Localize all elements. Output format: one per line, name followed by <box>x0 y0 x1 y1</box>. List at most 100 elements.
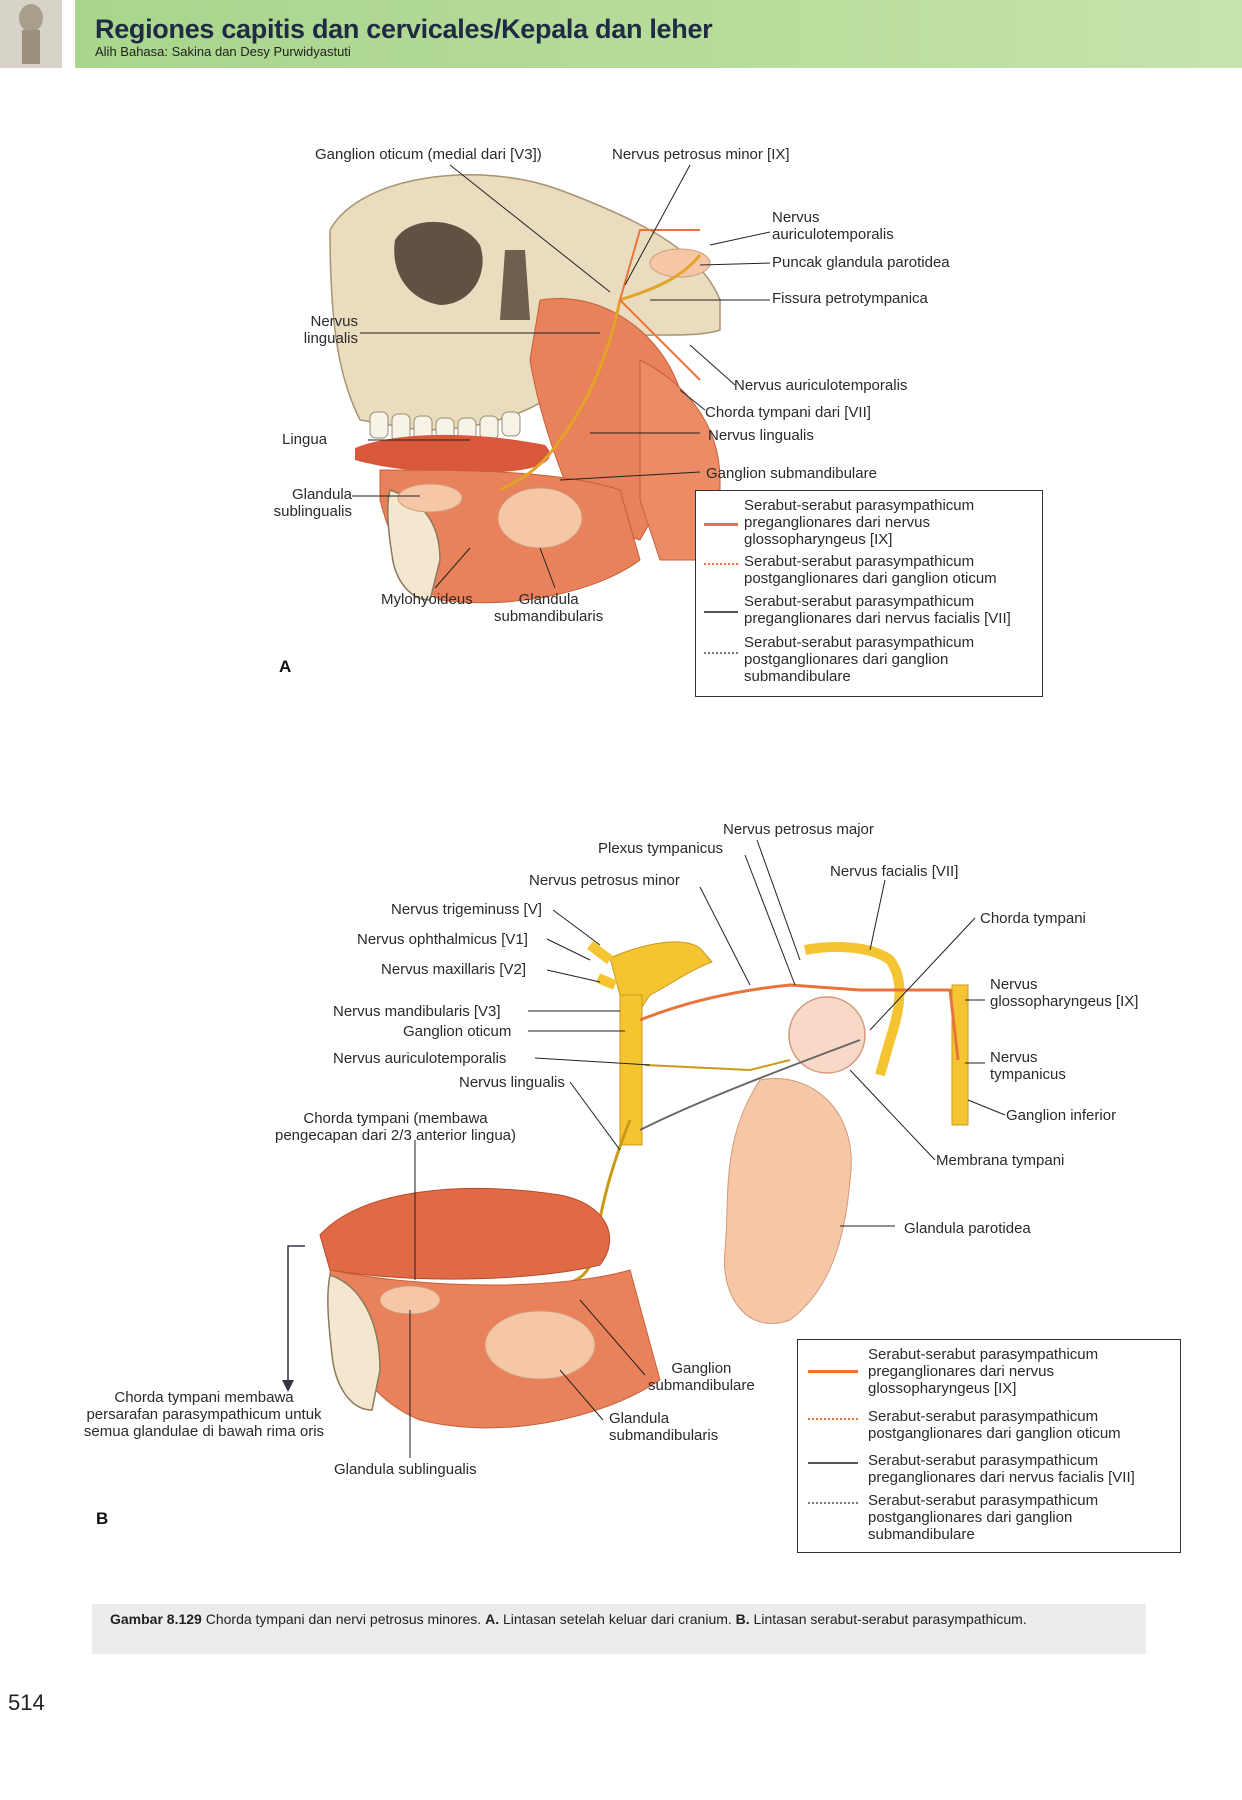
sublingual-gland <box>397 483 463 513</box>
leader-lines-b <box>409 839 1006 1458</box>
tongue <box>355 434 550 473</box>
label-nervus-petrosus-major: Nervus petrosus major <box>723 821 874 838</box>
legend-b-text-2: Serabut-serabut parasympathicum postgang… <box>868 1408 1121 1442</box>
tongue-b <box>319 1188 610 1280</box>
chorda-note-bracket <box>287 1245 305 1380</box>
label-nervus-petrosus-minor-b: Nervus petrosus minor <box>529 872 680 889</box>
page-number: 514 <box>8 1690 45 1715</box>
page-subtitle: Alih Bahasa: Sakina dan Desy Purwidyastu… <box>95 44 351 59</box>
legend-swatch-orange-dotted <box>704 563 738 565</box>
label-chorda-tympani-a: Chorda tympani dari [VII] <box>705 404 871 421</box>
legend-b-swatch-orange-dotted <box>808 1418 858 1420</box>
label-glandula-submandibularis-b: Glandula submandibularis <box>609 1410 719 1444</box>
membrana-tympani <box>788 996 866 1074</box>
legend-b-swatch-orange <box>808 1370 858 1373</box>
caption-b-letter: B. <box>735 1611 750 1627</box>
label-ganglion-submandibulare-b: Ganglion submandibulare <box>648 1360 755 1394</box>
label-glandula-sublingualis-b: Glandula sublingualis <box>334 1461 477 1478</box>
lingual-nerve <box>499 299 622 492</box>
legend-b-text-4: Serabut-serabut parasympathicum postgang… <box>868 1492 1099 1543</box>
legend-a-text-1: Serabut-serabut parasympathicum pregangl… <box>744 497 975 548</box>
legend-a-text-3: Serabut-serabut parasympathicum pregangl… <box>744 593 1011 627</box>
label-plexus-tympanicus: Plexus tympanicus <box>598 840 724 857</box>
label-mylohyoideus: Mylohyoideus <box>381 591 473 608</box>
chorda-tympani-b <box>639 1039 861 1131</box>
ophthalmic-branch <box>587 941 613 964</box>
label-nervus-petrosus-minor-a: Nervus petrosus minor [IX] <box>612 146 790 163</box>
page-title: Regiones capitis dan cervicales/Kepala d… <box>95 14 713 44</box>
caption-main-text: Chorda tympani dan nervi petrosus minore… <box>201 1611 486 1627</box>
label-nervus-tympanicus: Nervus tympanicus <box>990 1049 1066 1083</box>
label-ganglion-oticum-b: Ganglion oticum <box>403 1023 512 1040</box>
maxillary-branch <box>596 973 617 990</box>
label-nervus-maxillaris: Nervus maxillaris [V2] <box>381 961 527 978</box>
legend-b-swatch-dark-dotted <box>808 1502 858 1504</box>
auriculotemporal-path-b <box>644 1059 791 1072</box>
legend-a-text-4: Serabut-serabut parasympathicum postgang… <box>744 634 975 685</box>
label-nervus-auriculotemporalis-mid: Nervus auriculotemporalis <box>734 377 908 394</box>
sublingual-gland-b <box>379 1285 441 1315</box>
facial-nerve <box>804 942 905 1077</box>
orbit <box>394 221 483 305</box>
parotid-top <box>649 248 711 278</box>
label-ganglion-oticum-a: Ganglion oticum (medial dari [V3]) <box>315 146 542 163</box>
legend-b: Serabut-serabut parasympathicum pregangl… <box>797 1339 1181 1553</box>
label-nervus-trigeminus: Nervus trigeminuss [V] <box>391 901 542 918</box>
nasal-cavity <box>500 250 530 320</box>
petrosus-minor-nerve <box>619 229 700 301</box>
label-nervus-ophthalmicus: Nervus ophthalmicus [V1] <box>357 931 528 948</box>
legend-swatch-dark <box>704 611 738 613</box>
parotid-gland <box>723 1078 852 1324</box>
label-nervus-mandibularis: Nervus mandibularis [V3] <box>333 1003 501 1020</box>
label-chorda-tympani-top: Chorda tympani <box>980 910 1086 927</box>
label-ganglion-inferior: Ganglion inferior <box>1006 1107 1117 1124</box>
mandible-section <box>387 489 441 601</box>
caption-b-text: Lintasan serabut-serabut parasympathicum… <box>749 1611 1027 1627</box>
caption-a-letter: A. <box>485 1611 500 1627</box>
chapter-thumbnail <box>0 0 62 68</box>
label-nervus-facialis: Nervus facialis [VII] <box>830 863 959 880</box>
label-glandula-sublingualis-a: Glandula sublingualis <box>273 486 352 520</box>
tympanic-plexus-path <box>639 983 960 1061</box>
submandibular-gland-b <box>484 1310 596 1380</box>
label-nervus-auriculotemporalis-b: Nervus auriculotemporalis <box>333 1050 507 1067</box>
legend-swatch-dark-dotted <box>704 652 738 654</box>
legend-b-text-1: Serabut-serabut parasympathicum pregangl… <box>868 1346 1099 1397</box>
legend-swatch-orange <box>704 523 738 526</box>
legend-a: Serabut-serabut parasympathicum pregangl… <box>695 490 1043 697</box>
label-nervus-lingualis-right: Nervus lingualis <box>708 427 814 444</box>
legend-b-swatch-dark <box>808 1462 858 1464</box>
trigeminal-ganglion <box>609 941 713 1011</box>
label-puncak-glandula-parotidea: Puncak glandula parotidea <box>772 254 950 271</box>
label-glandula-parotidea: Glandula parotidea <box>904 1220 1031 1237</box>
glossopharyngeal-trunk <box>951 984 969 1126</box>
label-ganglion-submandibulare-a: Ganglion submandibulare <box>706 465 877 482</box>
label-nervus-lingualis-left: Nervus lingualis <box>303 313 358 347</box>
chorda-tympani-nerve <box>619 299 701 381</box>
caption-box <box>92 1604 1146 1654</box>
header-band <box>75 0 1242 68</box>
label-lingua: Lingua <box>282 431 328 448</box>
figure-caption: Gambar 8.129 Chorda tympani dan nervi pe… <box>110 1610 1130 1629</box>
legend-b-text-3: Serabut-serabut parasympathicum pregangl… <box>868 1452 1135 1486</box>
label-fissura-petrotympanica: Fissura petrotympanica <box>772 290 928 307</box>
mandible-section-b <box>327 1274 381 1411</box>
auriculotemporal-nerve <box>619 254 702 302</box>
arrow-down-icon <box>282 1380 294 1392</box>
leader-lines-a <box>352 164 771 589</box>
legend-a-text-2: Serabut-serabut parasympathicum postgang… <box>744 553 997 587</box>
label-nervus-glossopharyngeus: Nervus glossopharyngeus [IX] <box>990 976 1139 1010</box>
caption-a-text: Lintasan setelah keluar dari cranium. <box>499 1611 736 1627</box>
figure-a-letter: A <box>279 657 292 676</box>
label-chorda-tympani-lingua: Chorda tympani (membawa pengecapan dari … <box>275 1110 517 1144</box>
label-glandula-submandibularis-a: Glandula submandibularis <box>494 591 604 625</box>
label-nervus-auriculotemporalis-top: Nervus auriculotemporalis <box>772 209 894 243</box>
figure-b-letter: B <box>96 1509 109 1528</box>
label-chorda-tympani-note: Chorda tympani membawa persarafan parasy… <box>83 1389 325 1440</box>
label-nervus-lingualis-b: Nervus lingualis <box>459 1074 565 1091</box>
label-membrana-tympani: Membrana tympani <box>936 1152 1065 1169</box>
caption-figure-number: Gambar 8.129 <box>110 1611 202 1627</box>
mandibular-trunk <box>619 994 643 1146</box>
